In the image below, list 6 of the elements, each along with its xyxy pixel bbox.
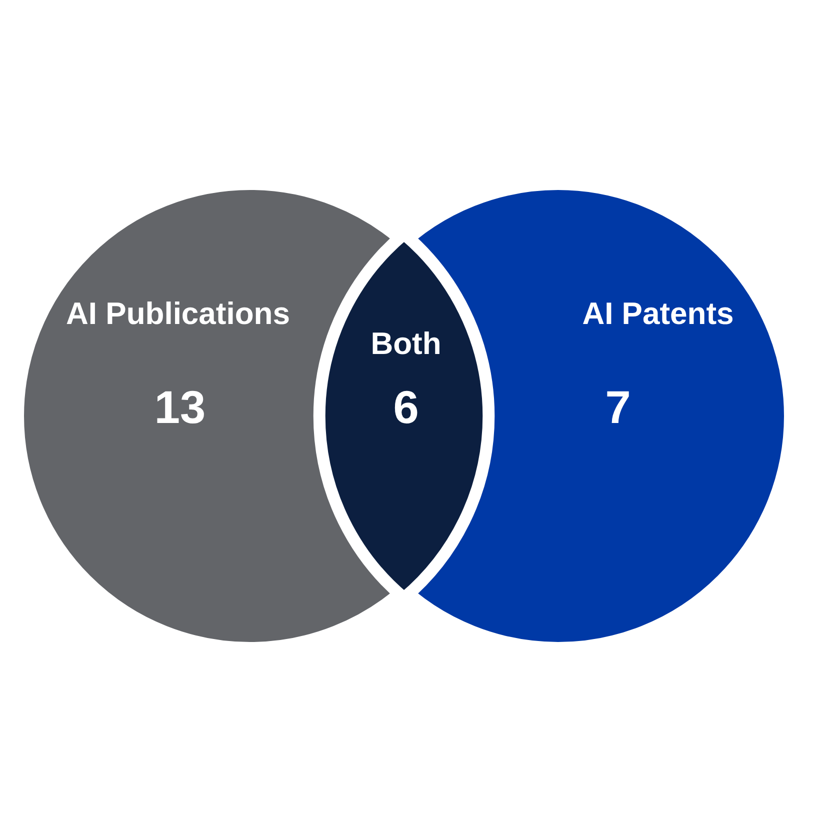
count-value: 13 bbox=[154, 380, 206, 434]
count-value: 6 bbox=[393, 380, 419, 434]
set-label: Both bbox=[370, 326, 442, 362]
set-label: AI Patents bbox=[582, 296, 734, 332]
set-label: AI Publications bbox=[66, 296, 290, 332]
count-value: 7 bbox=[605, 380, 631, 434]
